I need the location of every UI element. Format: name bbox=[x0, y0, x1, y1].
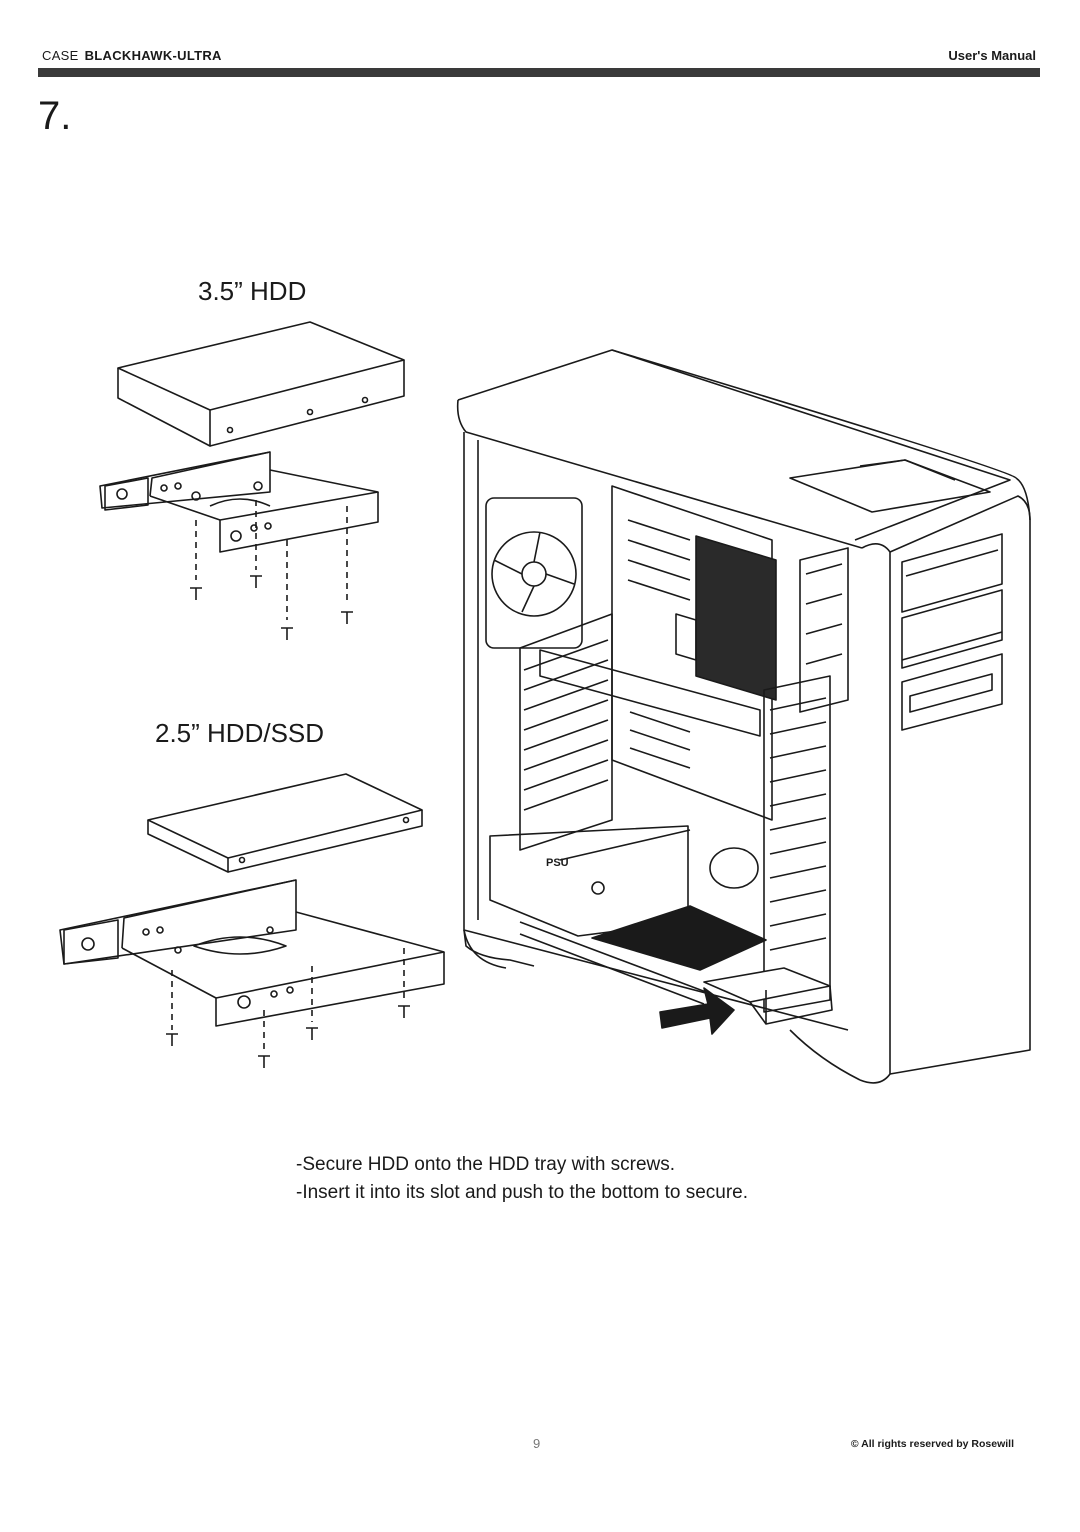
hdd-35-screw-guides bbox=[195, 500, 348, 620]
step-number: 7. bbox=[38, 94, 72, 138]
ssd-25-screws bbox=[166, 1005, 410, 1068]
hdd-35-drive bbox=[117, 321, 405, 447]
ssd-25-screw-guides bbox=[171, 948, 405, 1050]
psu-label: PSU bbox=[546, 857, 569, 869]
instruction-line-2: -Insert it into its slot and push to the… bbox=[296, 1182, 749, 1203]
header-manual-title: User's Manual bbox=[948, 48, 1036, 63]
hdd-35-screws bbox=[190, 575, 353, 640]
label-3-5-hdd: 3.5” HDD bbox=[198, 276, 307, 306]
computer-case bbox=[456, 349, 1031, 1084]
page-number: 9 bbox=[533, 1436, 541, 1451]
header-rule bbox=[38, 68, 1040, 77]
header-model: CASE BLACKHAWK-ULTRA bbox=[42, 48, 222, 63]
ssd-25-drive bbox=[147, 773, 423, 873]
instruction-line-1: -Secure HDD onto the HDD tray with screw… bbox=[296, 1154, 676, 1175]
hdd-35-tray bbox=[99, 451, 379, 553]
header-model-name: BLACKHAWK-ULTRA bbox=[84, 48, 222, 63]
copyright-notice: © All rights reserved by Rosewill bbox=[850, 1438, 1014, 1450]
header-case-label: CASE bbox=[42, 48, 79, 63]
insert-arrow bbox=[659, 987, 735, 1035]
label-2-5-hdd-ssd: 2.5” HDD/SSD bbox=[155, 718, 325, 748]
ssd-25-tray bbox=[59, 879, 445, 1027]
